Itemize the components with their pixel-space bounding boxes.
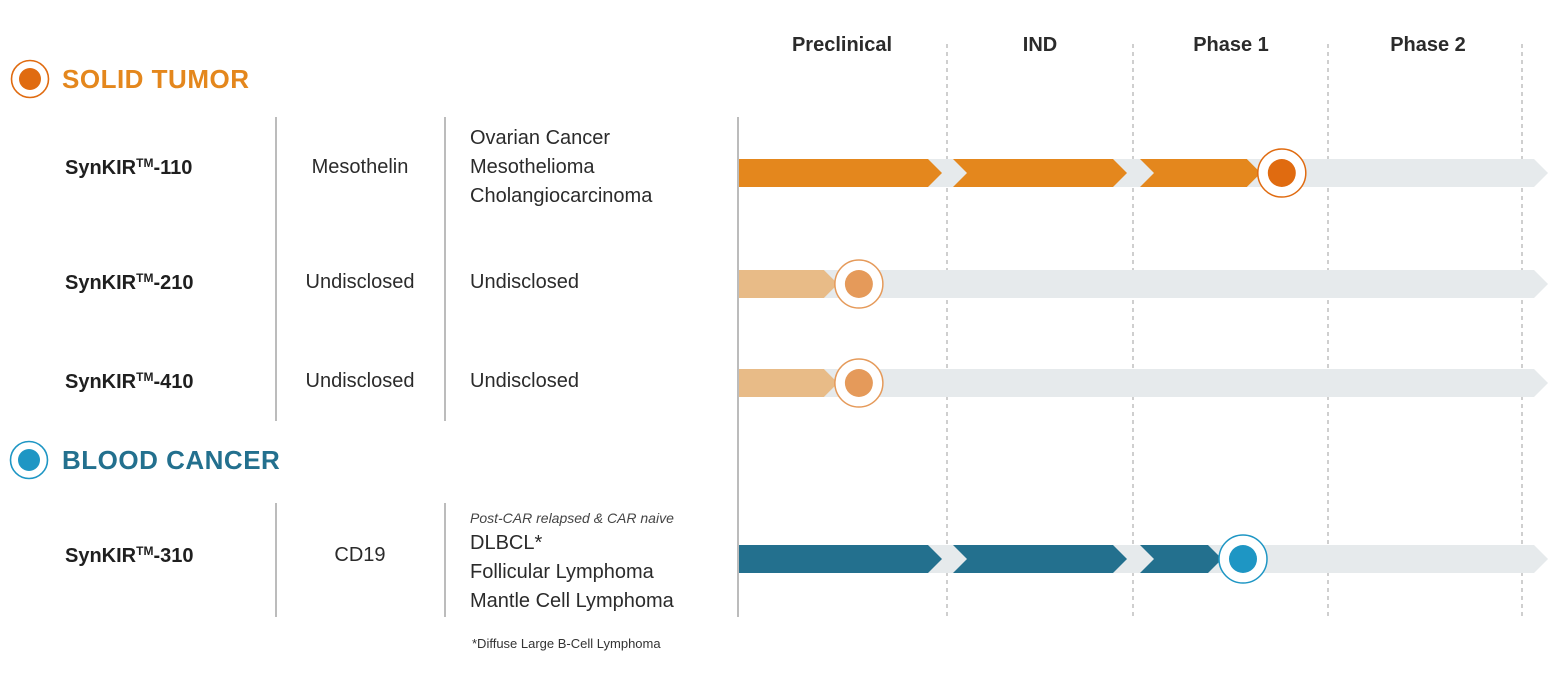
column-divider [737, 117, 739, 617]
program-name: SynKIRTM-410 [65, 370, 194, 393]
program-target: Mesothelin [311, 156, 409, 178]
program-target: CD19 [334, 544, 386, 566]
progress-bar [1140, 159, 1261, 187]
track-background [739, 270, 1548, 298]
footnote: *Diffuse Large B-Cell Lymphoma [472, 636, 661, 651]
progress-bar [739, 270, 838, 298]
program-target: Undisclosed [305, 271, 415, 293]
indication-item: DLBCL* [470, 532, 543, 554]
indication-item: Mesothelioma [470, 156, 595, 178]
stage-header-preclinical: Preclinical [791, 34, 893, 56]
indication-item: Undisclosed [470, 271, 579, 293]
indication-item: Ovarian Cancer [470, 127, 611, 149]
program-name: SynKIRTM-310 [65, 544, 194, 567]
column-divider [444, 117, 446, 421]
track-background [739, 159, 1548, 187]
orange-target-icon [10, 59, 50, 99]
stage-header-ind: IND [1022, 34, 1058, 56]
progress-marker-dot [844, 270, 873, 298]
progress-bar [953, 159, 1127, 187]
program-target: Undisclosed [305, 370, 415, 392]
program-indications: Undisclosed [470, 367, 579, 396]
progress-bar [739, 545, 942, 573]
section-title-solid-tumor: SOLID TUMOR [62, 64, 250, 94]
indication-item: Cholangiocarcinoma [470, 185, 653, 207]
section-title-blood-cancer: BLOOD CANCER [62, 445, 281, 475]
indication-note: Post-CAR relapsed & CAR naive [470, 510, 674, 526]
progress-bar [739, 369, 838, 397]
program-indications: Undisclosed [470, 268, 579, 297]
progress-marker-dot [1267, 159, 1296, 187]
program-name: SynKIRTM-210 [65, 271, 194, 294]
progress-bar [953, 545, 1127, 573]
progress-marker-dot [844, 369, 873, 397]
stage-header-phase-2: Phase 2 [1390, 34, 1466, 56]
column-divider [275, 503, 277, 617]
track-background [739, 369, 1548, 397]
indication-item: Follicular Lymphoma [470, 561, 654, 583]
program-name: SynKIRTM-110 [65, 156, 193, 179]
progress-marker-dot [1229, 545, 1257, 573]
column-divider [444, 503, 446, 617]
program-indications: Post-CAR relapsed & CAR naive DLBCL* Fol… [470, 507, 674, 616]
column-divider [275, 117, 277, 421]
progress-bar [739, 159, 942, 187]
program-indications: Ovarian Cancer Mesothelioma Cholangiocar… [470, 124, 652, 211]
blue-target-icon [9, 440, 49, 480]
track-background [739, 545, 1548, 573]
stage-header-phase-1: Phase 1 [1193, 34, 1269, 56]
indication-item: Undisclosed [470, 370, 579, 392]
progress-bar [1140, 545, 1222, 573]
indication-item: Mantle Cell Lymphoma [470, 590, 674, 612]
